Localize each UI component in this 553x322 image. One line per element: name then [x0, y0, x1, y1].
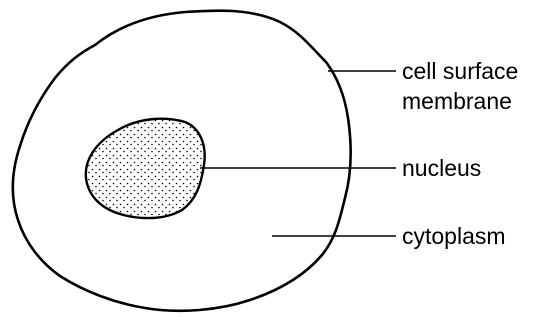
label-cell-surface: cell surface	[402, 58, 518, 84]
label-nucleus: nucleus	[402, 155, 481, 181]
label-membrane: membrane	[402, 88, 512, 114]
nucleus-stipple	[86, 119, 205, 218]
label-cytoplasm: cytoplasm	[402, 223, 506, 249]
